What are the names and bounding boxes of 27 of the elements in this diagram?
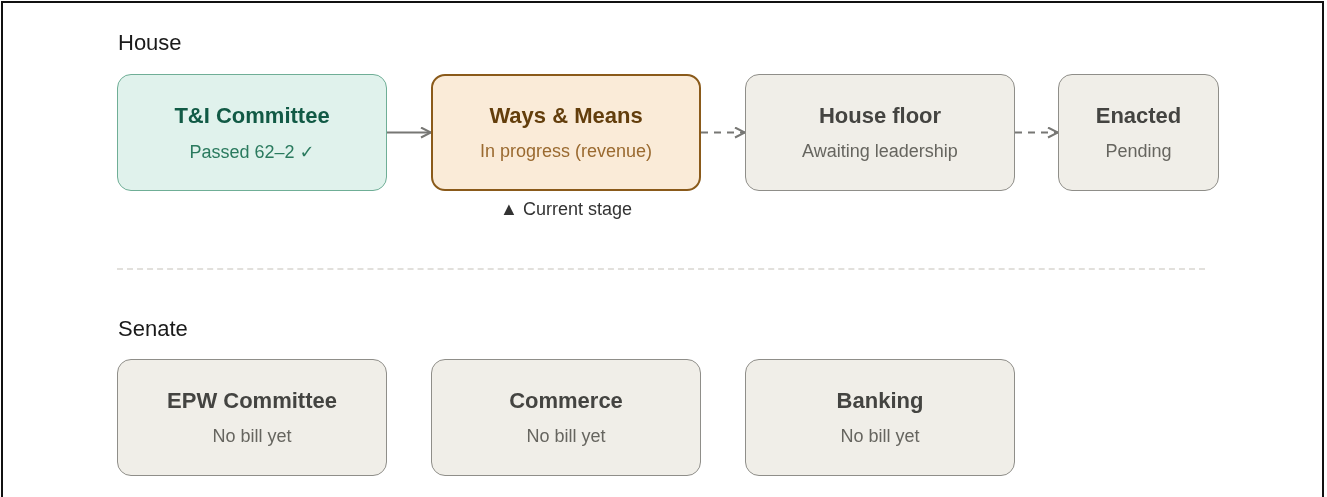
stage-status: No bill yet	[526, 426, 606, 447]
stage-box	[745, 74, 1015, 191]
arrow	[700, 126, 746, 139]
stage-status: In progress (revenue)	[479, 141, 653, 162]
stage-box	[1058, 74, 1219, 191]
stage-status: Passed 62–2 ✓	[189, 140, 315, 163]
stage-status: No bill yet	[840, 426, 920, 447]
stage-status: No bill yet	[212, 426, 292, 447]
stage-title: Commerce	[509, 388, 623, 414]
stage-box	[117, 74, 387, 191]
stage-title: Ways & Means	[489, 103, 643, 129]
section-heading: Senate	[118, 316, 188, 342]
stage-box	[431, 359, 701, 476]
stage-status: Awaiting leadership	[802, 141, 958, 162]
stage-note: ▲ Current stage	[500, 199, 632, 220]
arrow	[386, 126, 432, 139]
stage-box	[117, 359, 387, 476]
stage-title: T&I Committee	[174, 102, 330, 129]
stage-box	[745, 359, 1015, 476]
stage-title: Enacted	[1095, 103, 1182, 129]
arrow	[1014, 126, 1059, 139]
stage-box	[431, 74, 701, 191]
stage-title: House floor	[818, 103, 942, 129]
stage-title: EPW Committee	[167, 388, 337, 414]
section-heading: House	[118, 30, 182, 56]
stage-status: Pending	[1105, 141, 1172, 162]
stage-title: Banking	[836, 388, 924, 414]
